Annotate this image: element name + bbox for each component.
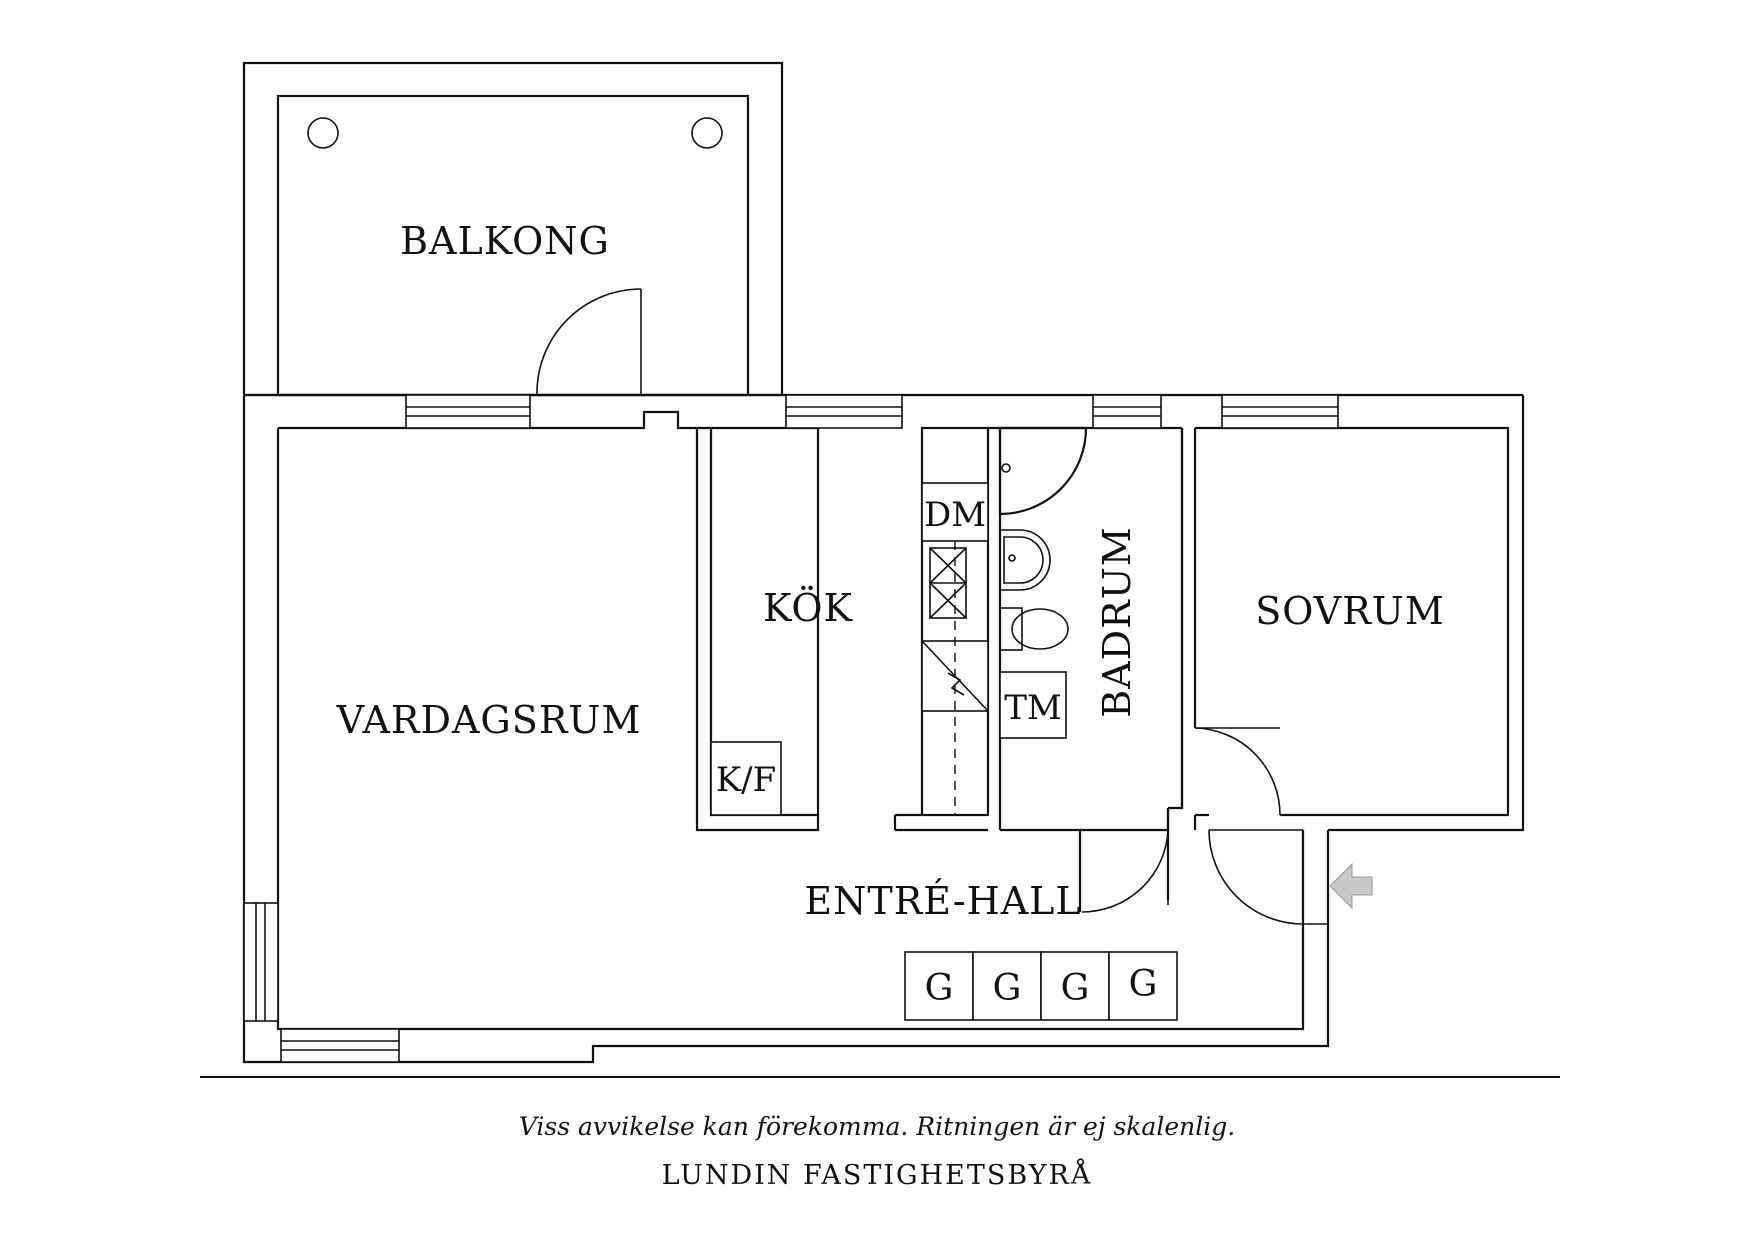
- room-label-badrum: BADRUM: [1095, 526, 1139, 717]
- room-label-kok: KÖK: [763, 586, 853, 630]
- agency-name: LUNDIN FASTIGHETSBYRÅ: [661, 1160, 1093, 1191]
- doors: [536, 288, 1328, 925]
- wardrobe-label: G: [925, 968, 954, 1009]
- wardrobes: [904, 951, 1178, 1021]
- room-label-sovrum: SOVRUM: [1255, 589, 1445, 633]
- entrance-arrow-icon: [1329, 862, 1373, 910]
- room-label-balkong: BALKONG: [400, 219, 610, 263]
- dishwasher-label: DM: [924, 495, 986, 535]
- room-label-entre-hall: ENTRÉ-HALL: [804, 879, 1081, 923]
- wardrobe-label: G: [1129, 964, 1158, 1005]
- room-label-vardagsrum: VARDAGSRUM: [336, 698, 642, 742]
- wardrobe-label: G: [1061, 968, 1090, 1009]
- kitchen-fixtures: [710, 482, 989, 816]
- washing-machine-label: TM: [1004, 688, 1062, 728]
- bathroom-fixtures: [998, 426, 1088, 739]
- fridge-freezer-label: K/F: [716, 760, 776, 800]
- wardrobe-label: G: [993, 968, 1022, 1009]
- windows: [243, 394, 1339, 1063]
- disclaimer-note: Viss avvikelse kan förekomma. Ritningen …: [518, 1112, 1236, 1141]
